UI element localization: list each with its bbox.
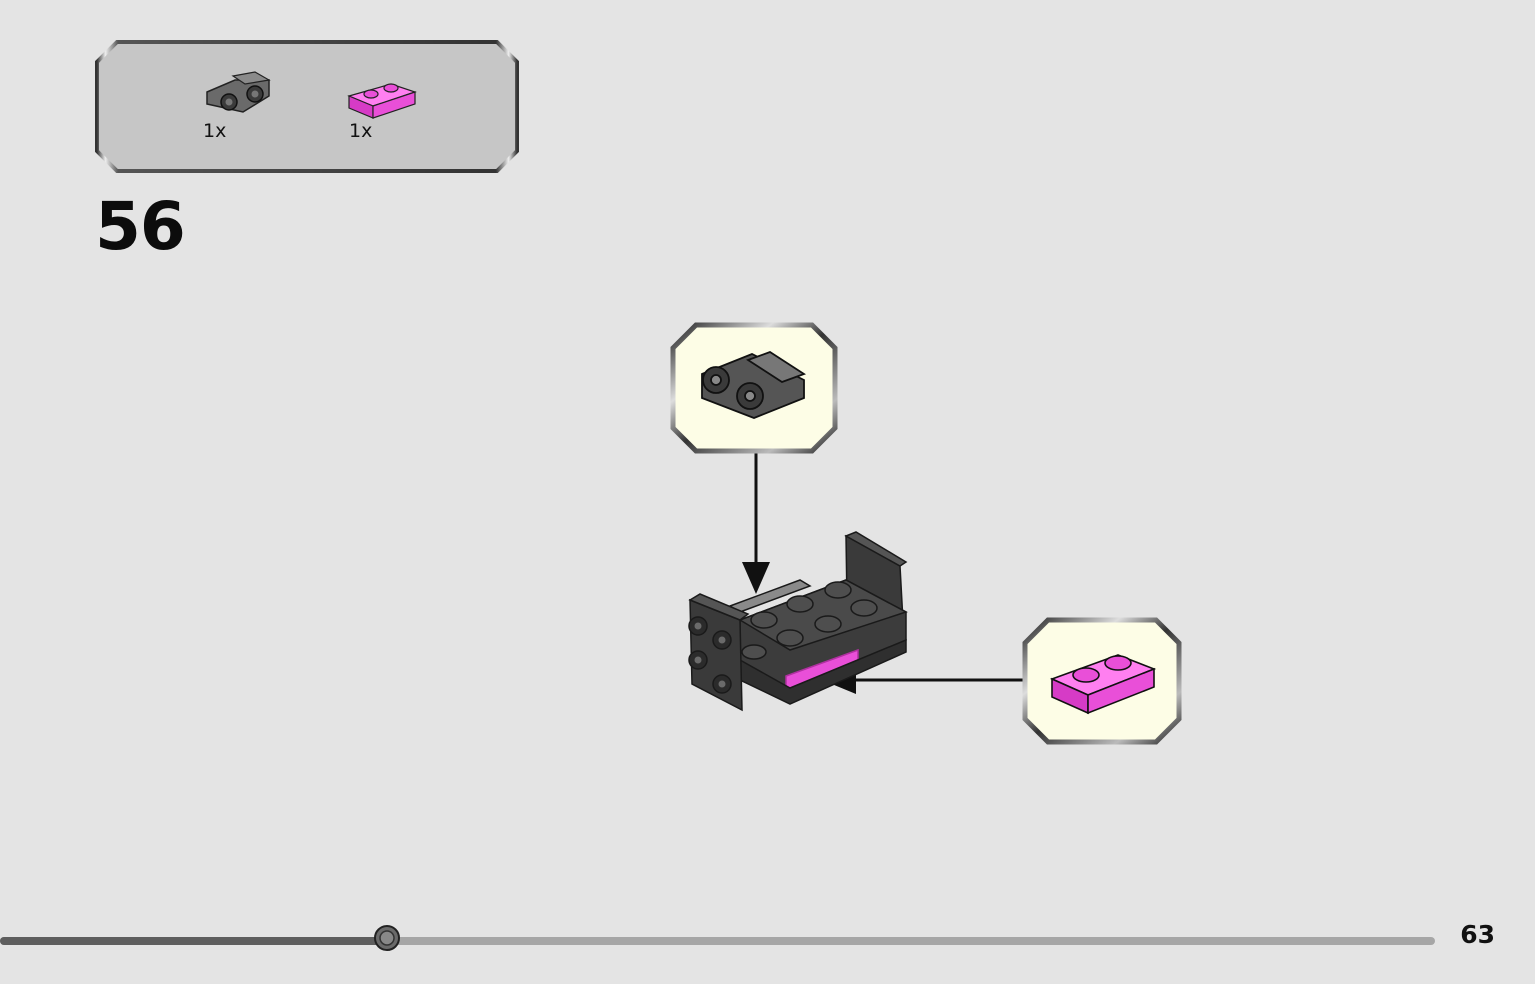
callout-bracket (670, 322, 838, 454)
callout-plate (1022, 617, 1182, 745)
down-arrow-head (742, 562, 770, 594)
assembly-model (688, 531, 908, 712)
part-quantity: 1x (203, 120, 227, 142)
page-number: 63 (1460, 920, 1495, 949)
step-number: 56 (95, 188, 186, 265)
callout-frame (670, 322, 838, 454)
bracket-callout-icon (701, 351, 807, 419)
parts-list-frame (95, 40, 519, 173)
progress-bar (0, 932, 1435, 945)
plate-part-icon (347, 83, 417, 119)
assembly-scene (688, 452, 1024, 712)
part-quantity: 1x (349, 120, 373, 142)
part-dark-gray-bracket: 1x (199, 68, 279, 148)
part-magenta-plate: 1x (345, 68, 425, 148)
bracket-part-icon (206, 71, 271, 113)
plate-callout-icon (1049, 654, 1157, 715)
parts-list-panel: 1x 1x (95, 40, 519, 173)
progress-knob[interactable] (372, 923, 402, 953)
callout-frame (1022, 617, 1182, 745)
progress-track (0, 937, 1435, 945)
progress-fill (0, 937, 388, 945)
